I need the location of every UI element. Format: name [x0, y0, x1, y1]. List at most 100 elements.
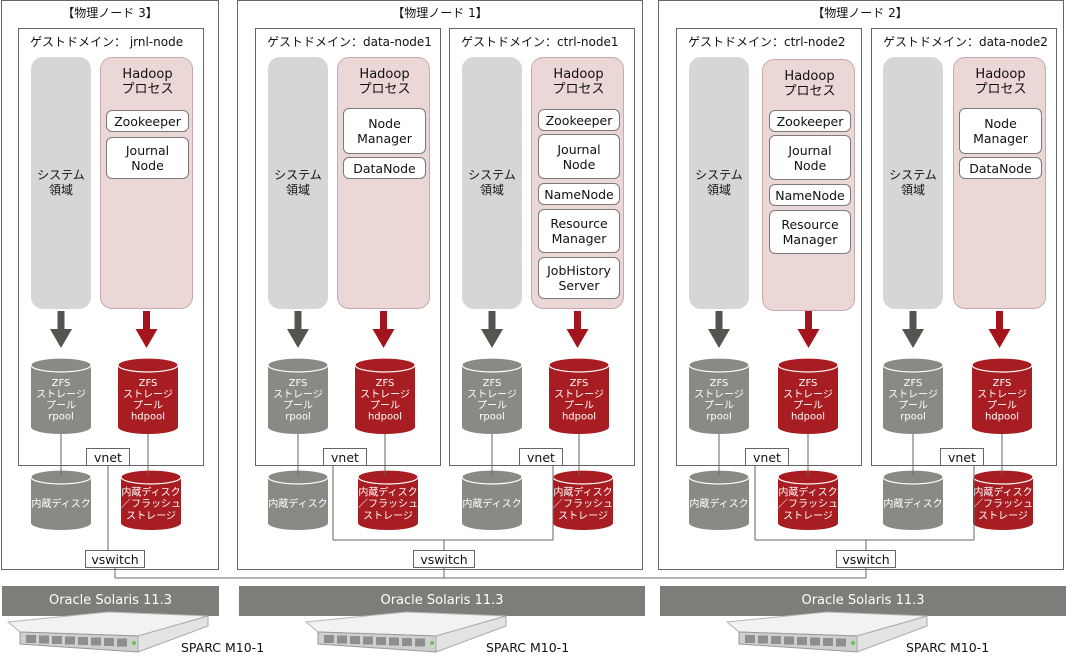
server-model-label: SPARC M10-1: [181, 640, 265, 655]
gray-down-arrow: [902, 311, 924, 348]
flash-storage-cylinder-label: ストレージ: [978, 511, 1028, 522]
physical-node-title: 【物理ノード 2】: [812, 6, 908, 20]
flash-storage-cylinder-label: ／フラッシュ: [553, 498, 613, 510]
hadoop-title-line: Hadoop: [975, 67, 1026, 82]
process-label-line: Journal: [125, 143, 170, 158]
hadoop-title-line: プロセス: [358, 82, 411, 97]
zfs-rpool-cylinder-label: プール: [704, 400, 734, 412]
flash-storage-cylinder-label: ストレージ: [126, 511, 176, 522]
system-area: システム領域: [689, 57, 749, 309]
system-area-label-line: 領域: [285, 183, 310, 197]
system-area-label-line: システム: [695, 168, 743, 182]
zfs-rpool-cylinder-label: ZFS: [52, 378, 71, 389]
hadoop-title-line: Hadoop: [784, 69, 835, 84]
zfs-rpool-cylinder-label: ZFS: [904, 378, 923, 389]
internal-disk-cylinder-label: 内蔵ディスク: [462, 497, 521, 510]
flash-storage-cylinder-label: 内蔵ディスク: [973, 485, 1032, 498]
zfs-rpool-cylinder-label: rpool: [706, 412, 731, 423]
internal-disk-cylinder: 内蔵ディスク: [30, 469, 92, 530]
zfs-hdpool-cylinder-label: ZFS: [376, 378, 395, 389]
gray-down-arrow: [708, 311, 730, 348]
zfs-hdpool-cylinder-label: ZFS: [570, 378, 589, 389]
flash-storage-cylinder-label: ／フラッシュ: [973, 498, 1033, 510]
internal-disk-cylinder: 内蔵ディスク: [267, 469, 329, 530]
server-chassis-icon: [6, 611, 209, 653]
red-down-arrow: [372, 311, 395, 348]
system-area: システム領域: [883, 57, 943, 309]
flash-storage-cylinder-label: ／フラッシュ: [121, 498, 181, 510]
zfs-hdpool-cylinder-label: hdpool: [131, 412, 165, 423]
zfs-rpool-cylinder-label: ストレージ: [273, 389, 323, 400]
zfs-hdpool-cylinder-label: ストレージ: [123, 389, 173, 400]
zfs-hdpool-cylinder-label: プール: [987, 400, 1017, 412]
internal-disk-cylinder: 内蔵ディスク: [688, 469, 750, 530]
server-chassis-icon: [725, 611, 928, 653]
internal-disk-cylinder: 内蔵ディスク: [461, 469, 523, 530]
zfs-hdpool-cylinder-label: hdpool: [985, 412, 1019, 423]
hadoop-title-line: プロセス: [974, 82, 1027, 97]
hadoop-process-box: NameNode: [769, 184, 851, 206]
zfs-rpool-cylinder-label: プール: [477, 400, 507, 412]
system-area: システム領域: [268, 57, 328, 309]
vnet-box: vnet: [323, 448, 367, 466]
vswitch-box: vswitch: [85, 550, 145, 568]
guest-domain-title: ゲストドメイン：data-node2: [883, 35, 1048, 49]
zfs-rpool-cylinder-label: ZFS: [289, 378, 308, 389]
hadoop-title-line: Hadoop: [553, 67, 604, 82]
system-area: システム領域: [462, 57, 522, 309]
zfs-rpool-cylinder-label: ストレージ: [694, 389, 744, 400]
internal-disk-cylinder-label: 内蔵ディスク: [31, 497, 90, 510]
process-label-line: Manager: [973, 131, 1028, 146]
vnet-box: vnet: [940, 448, 984, 466]
guest-domain-title: ゲストドメイン：data-node1: [267, 35, 432, 49]
process-label-line: Manager: [357, 131, 412, 146]
zfs-hdpool-cylinder-label: ストレージ: [554, 389, 604, 400]
system-area-label-line: システム: [889, 168, 937, 182]
process-label-line: Zookeeper: [114, 113, 181, 129]
internal-disk-cylinder-label: 内蔵ディスク: [883, 497, 942, 510]
guest-domain-title: ゲストドメイン：ctrl-node1: [461, 35, 619, 49]
process-label-line: JobHistory: [547, 263, 611, 278]
system-area-label-line: システム: [274, 168, 322, 182]
process-label-line: Node: [131, 158, 164, 173]
process-label-line: Node: [368, 116, 401, 131]
vswitch-box: vswitch: [413, 550, 475, 568]
system-area-label-line: システム: [37, 168, 85, 182]
flash-storage-cylinder-label: ストレージ: [783, 511, 833, 522]
flash-storage-cylinder-label: 内蔵ディスク: [121, 485, 180, 498]
process-label-line: Zookeeper: [776, 113, 844, 129]
flash-storage-cylinder-label: 内蔵ディスク: [358, 485, 417, 498]
oracle-solaris-bar: Oracle Solaris 11.3: [239, 586, 645, 616]
hadoop-process-box: NameNode: [538, 183, 620, 205]
process-label-line: DataNode: [353, 160, 416, 176]
hadoop-title-line: プロセス: [783, 84, 836, 99]
process-label-line: Manager: [551, 231, 607, 246]
process-label-line: Node: [793, 157, 827, 173]
vswitch-box: vswitch: [836, 550, 896, 568]
oracle-solaris-bar: Oracle Solaris 11.3: [660, 586, 1066, 616]
process-label-line: NameNode: [775, 187, 845, 203]
process-label-line: Zookeeper: [545, 112, 613, 128]
hadoop-title-line: Hadoop: [359, 67, 410, 82]
zfs-rpool-cylinder-label: ストレージ: [36, 389, 86, 400]
process-label-line: Node: [984, 116, 1017, 131]
zfs-hdpool-cylinder-label: プール: [370, 400, 400, 412]
